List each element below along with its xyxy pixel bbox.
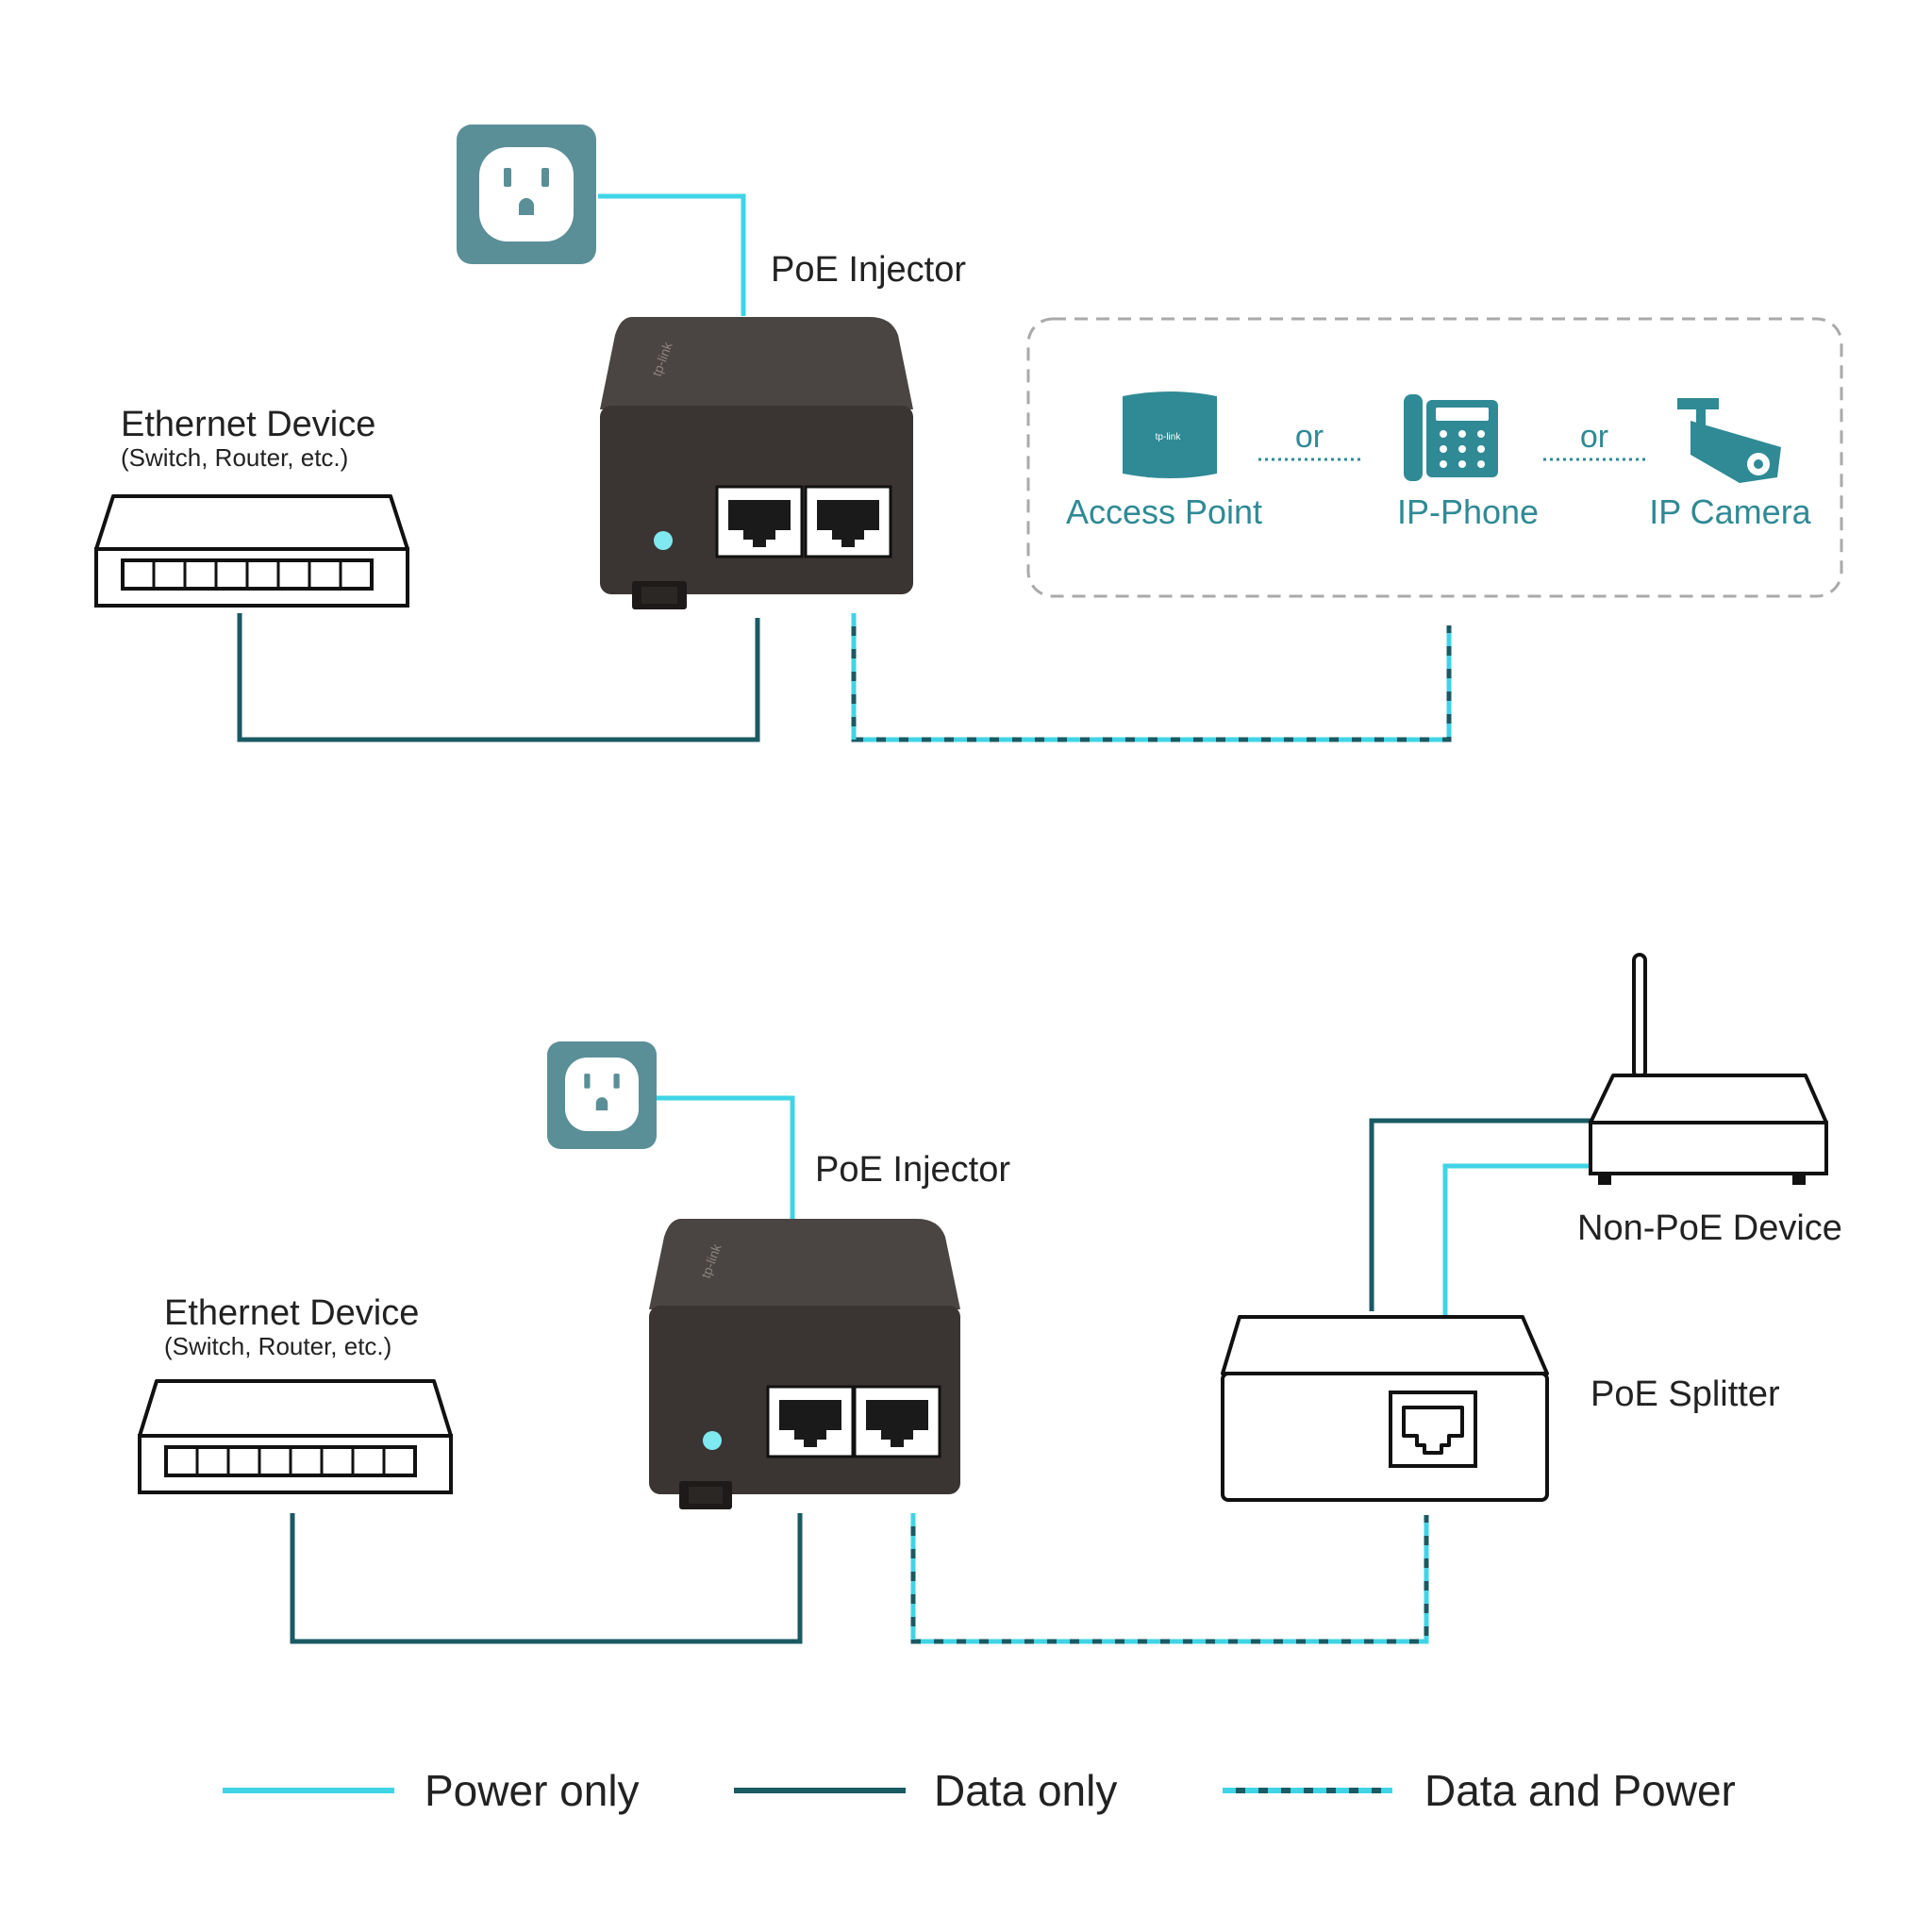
legend-data-and-power-label: Data and Power bbox=[1424, 1766, 1736, 1815]
ip-camera-label: IP Camera bbox=[1649, 492, 1811, 531]
access-point-icon: tp-link bbox=[1123, 391, 1217, 478]
data-cable-bottom bbox=[290, 1513, 803, 1644]
ethernet-device-title-top: Ethernet Device bbox=[121, 405, 375, 444]
power-outlet-icon bbox=[547, 1041, 657, 1149]
status-led bbox=[654, 531, 673, 550]
access-point-label: Access Point bbox=[1066, 492, 1262, 531]
ethernet-switch-top bbox=[94, 494, 409, 608]
legend-data-only-label: Data only bbox=[934, 1766, 1117, 1815]
splitter-rj45-port bbox=[1389, 1391, 1477, 1468]
poe-splitter bbox=[1221, 1315, 1549, 1502]
data-cable-splitter bbox=[1369, 1118, 1591, 1311]
rj45-port-out bbox=[853, 1385, 941, 1458]
or-separator-2: or bbox=[1580, 419, 1608, 455]
non-poe-device-label: Non-PoE Device bbox=[1577, 1208, 1842, 1248]
powered-devices-box bbox=[1026, 317, 1843, 598]
legend: Power only Data only Data and Power bbox=[223, 1766, 1736, 1815]
ip-phone-icon bbox=[1404, 394, 1498, 481]
legend-power-only-label: Power only bbox=[425, 1766, 640, 1815]
power-cable-top bbox=[598, 193, 746, 316]
bottom-scene: PoE Injector tp-link Ethernet Device bbox=[138, 953, 1842, 1644]
data-power-cable-top bbox=[851, 613, 1452, 742]
power-cable-splitter bbox=[1442, 1163, 1591, 1317]
power-outlet-icon bbox=[457, 125, 596, 264]
poe-injector-top: tp-link bbox=[600, 317, 913, 609]
ethernet-switch-bottom bbox=[138, 1379, 453, 1494]
ethernet-device-subtitle-top: (Switch, Router, etc.) bbox=[121, 443, 348, 472]
svg-text:tp-link: tp-link bbox=[1156, 432, 1182, 442]
rj45-port-in bbox=[766, 1385, 855, 1458]
ip-camera-icon bbox=[1677, 398, 1781, 483]
ip-phone-label: IP-Phone bbox=[1397, 492, 1539, 531]
non-poe-router bbox=[1589, 953, 1828, 1185]
status-led bbox=[703, 1431, 722, 1450]
or-separator-1: or bbox=[1295, 419, 1324, 455]
ethernet-device-title-bottom: Ethernet Device bbox=[164, 1293, 419, 1333]
splitter-label: PoE Splitter bbox=[1591, 1374, 1780, 1414]
top-scene: PoE Injector tp-link Ethernet Device bbox=[94, 125, 1843, 742]
rj45-port-in bbox=[715, 485, 804, 558]
ethernet-device-subtitle-bottom: (Switch, Router, etc.) bbox=[164, 1332, 391, 1360]
data-power-cable-bottom bbox=[910, 1513, 1429, 1644]
injector-label-top: PoE Injector bbox=[771, 250, 966, 290]
injector-label-bottom: PoE Injector bbox=[815, 1150, 1010, 1190]
rj45-port-out bbox=[804, 485, 892, 558]
poe-injector-bottom: tp-link bbox=[649, 1219, 960, 1509]
power-cable-bottom bbox=[653, 1095, 795, 1219]
data-cable-top bbox=[237, 613, 760, 742]
